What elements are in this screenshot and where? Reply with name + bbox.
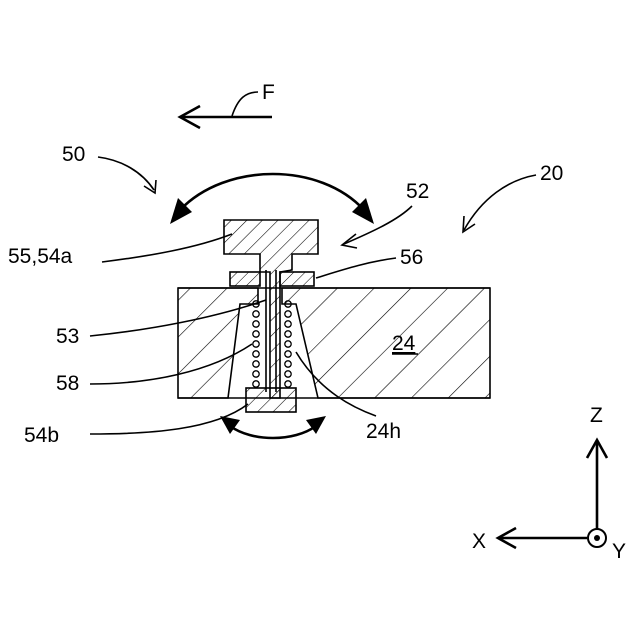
rotation-arrow-top bbox=[170, 174, 374, 224]
plate-24 bbox=[178, 288, 490, 398]
coordinate-axes bbox=[498, 440, 607, 548]
leader-56 bbox=[316, 258, 396, 278]
axis-label-x: X bbox=[472, 530, 486, 553]
bottom-cap-54b bbox=[246, 388, 296, 412]
leader-55-54a bbox=[102, 234, 232, 262]
label-washer-56: 56 bbox=[400, 246, 423, 269]
leader-52 bbox=[342, 206, 412, 248]
label-assembly-50: 50 bbox=[62, 143, 85, 166]
leader-50 bbox=[98, 157, 156, 193]
label-spring-58: 58 bbox=[56, 372, 79, 395]
label-plate-24: 24 bbox=[392, 332, 416, 355]
axis-label-y: Y bbox=[612, 540, 626, 563]
label-bottom-cap-54b: 54b bbox=[24, 424, 59, 447]
label-device-20: 20 bbox=[540, 162, 563, 185]
label-shaft-53: 53 bbox=[56, 325, 79, 348]
axis-label-z: Z bbox=[590, 404, 603, 427]
rotation-arrow-bottom bbox=[220, 416, 326, 438]
label-hole-24h: 24h bbox=[366, 420, 401, 443]
force-label: F bbox=[262, 81, 275, 104]
force-arrow bbox=[180, 92, 272, 128]
label-head-55-54a: 55,54a bbox=[8, 245, 73, 268]
leader-20 bbox=[463, 175, 536, 232]
label-member-52: 52 bbox=[406, 180, 429, 203]
